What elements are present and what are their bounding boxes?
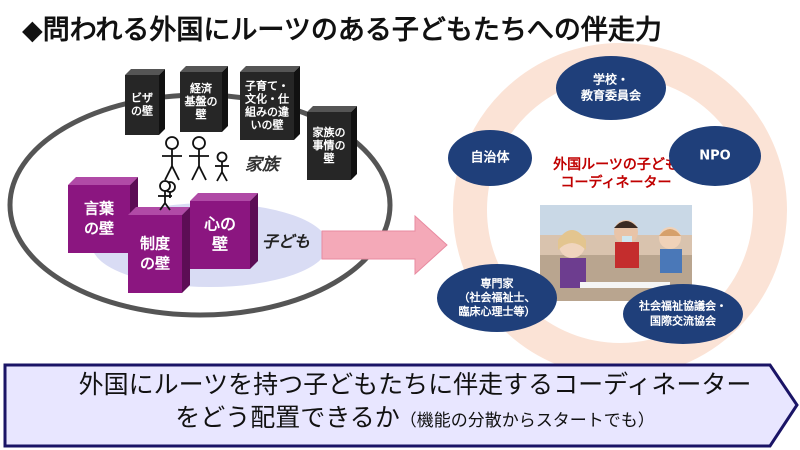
dark-barrier-label-line: 文化・仕 <box>245 92 289 106</box>
svg-text:社会福祉協議会・国際交流協会: 社会福祉協議会・国際交流協会 <box>638 299 727 328</box>
arrow-right-icon <box>321 214 448 276</box>
dark-barrier-label-line: の壁 <box>131 104 153 118</box>
child-label: 子ども <box>262 232 310 251</box>
node-npo <box>669 126 761 186</box>
barrier-economic: 経済基盤の壁 <box>180 66 228 132</box>
dark-barrier-label-line: いの壁 <box>251 118 284 132</box>
svg-text:心の壁: 心の壁 <box>204 215 236 254</box>
node-label-line: （社会福祉士、 <box>459 290 536 304</box>
family-label: 家族 <box>245 155 282 175</box>
node-label-line: 社会福祉協議会・ <box>638 299 727 313</box>
node-label-line: NPO <box>699 149 730 164</box>
dark-barrier-label-line: 経済 <box>190 81 213 95</box>
purple-barrier-label-line: 言葉 <box>84 200 115 218</box>
banner-line1: 外国にルーツを持つ子どもたちに伴走するコーディネーター <box>78 370 752 399</box>
summary-banner <box>3 363 799 448</box>
dark-barrier-label-line: 基盤の <box>184 94 218 108</box>
dark-barrier-label-line: 家族の <box>313 125 346 139</box>
coordinator-title-line: コーディネーター <box>560 174 671 191</box>
node-label-line: 臨床心理士等） <box>459 304 536 318</box>
barrier-heart: 心の壁 <box>190 193 258 269</box>
purple-barrier-label-line: 壁 <box>212 235 228 254</box>
node-label-line: 国際交流協会 <box>650 314 717 328</box>
svg-text:ビザの壁: ビザの壁 <box>131 91 153 118</box>
banner-line2: をどう配置できるか（機能の分散からスタートでも） <box>40 401 790 438</box>
svg-text:NPO: NPO <box>699 149 730 164</box>
svg-text:経済基盤の壁: 経済基盤の壁 <box>184 81 218 121</box>
summary-banner-text: 外国にルーツを持つ子どもたちに伴走するコーディネーター をどう配置できるか（機能… <box>40 369 790 438</box>
svg-text:学校・教育委員会: 学校・教育委員会 <box>580 72 642 103</box>
svg-text:制度の壁: 制度の壁 <box>140 235 171 273</box>
node-label-line: 自治体 <box>470 150 510 166</box>
node-label-line: 専門家 <box>481 276 515 290</box>
children-photo <box>540 205 692 301</box>
barrier-system: 制度の壁 <box>128 207 190 293</box>
node-school <box>556 56 666 120</box>
page-title: ◆問われる外国にルーツのある子どもたちへの伴走力 <box>22 15 662 46</box>
purple-barrier-label-line: の壁 <box>140 255 170 273</box>
dark-barrier-label-line: 組みの違 <box>245 105 289 119</box>
dark-barrier-label-line: 壁 <box>196 107 207 121</box>
dark-barrier-label-line: 子育て・ <box>245 79 289 93</box>
svg-text:自治体: 自治体 <box>470 150 510 166</box>
barrier-family-circumstance: 家族の事情の壁 <box>307 106 357 180</box>
node-label-line: 教育委員会 <box>580 88 642 103</box>
purple-barrier-label-line: 心の <box>204 215 236 234</box>
dark-barrier-label-line: 事情の <box>313 138 346 152</box>
dark-barrier-label-line: ビザ <box>131 91 153 105</box>
svg-text:言葉の壁: 言葉の壁 <box>84 200 115 238</box>
barrier-culture: 子育て・文化・仕組みの違いの壁 <box>240 66 300 140</box>
purple-barrier-label-line: の壁 <box>84 220 114 238</box>
node-label-line: 学校・ <box>593 72 629 87</box>
node-municipality <box>448 130 532 186</box>
child-figure-icon <box>158 180 172 211</box>
node-specialist <box>437 264 557 332</box>
node-social-welfare <box>623 284 743 344</box>
svg-text:専門家（社会福祉士、臨床心理士等）: 専門家（社会福祉士、臨床心理士等） <box>459 276 536 318</box>
dark-barrier-label-line: 壁 <box>324 151 335 165</box>
barrier-language: 言葉の壁 <box>68 177 138 253</box>
purple-barrier-label-line: 制度 <box>140 235 171 253</box>
barrier-visa: ビザの壁 <box>125 69 165 135</box>
svg-text:家族の事情の壁: 家族の事情の壁 <box>313 125 346 165</box>
coordinator-title: 外国ルーツの子どもコーディネーター <box>553 156 679 191</box>
banner-line2-main: をどう配置できるか <box>175 403 400 432</box>
svg-text:子育て・文化・仕組みの違いの壁: 子育て・文化・仕組みの違いの壁 <box>245 79 289 132</box>
coordinator-title-line: 外国ルーツの子ども <box>553 156 679 173</box>
banner-note: （機能の分散からスタートでも） <box>399 411 655 431</box>
